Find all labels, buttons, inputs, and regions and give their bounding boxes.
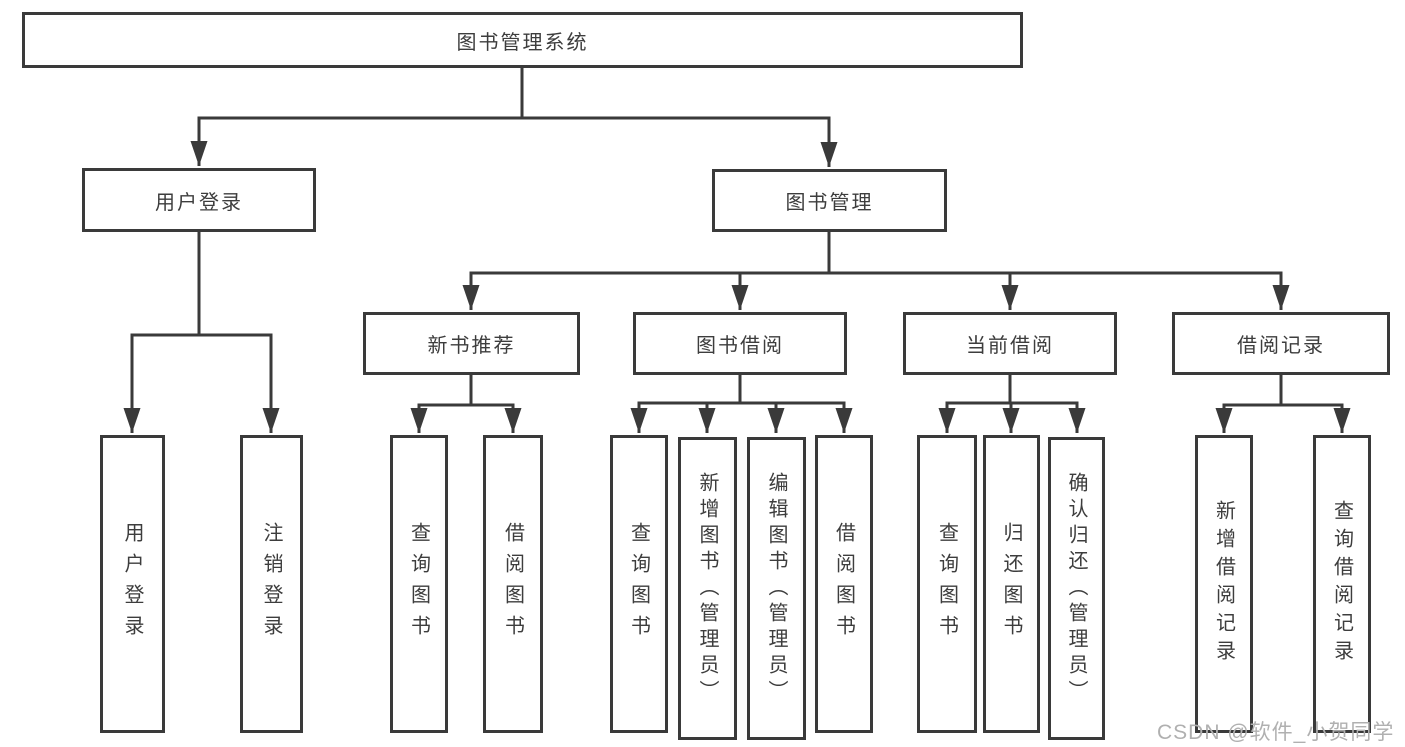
leaf-current-return-books: 归还图书 — [983, 435, 1040, 733]
leaf-current-query-books: 查询图书 — [917, 435, 977, 733]
leaf-borrow-borrow-books: 借阅图书 — [815, 435, 873, 733]
leaf-borrow-query-books: 查询图书 — [610, 435, 668, 733]
leaf-borrow-edit-books-admin: 编辑图书（管理员） — [747, 437, 806, 740]
node-current-borrow-label: 当前借阅 — [966, 335, 1054, 357]
node-root: 图书管理系统 — [22, 12, 1023, 68]
leaf-current-confirm-return-admin: 确认归还（管理员） — [1048, 437, 1105, 740]
leaf-borrow-borrow-books-label: 借阅图书 — [832, 522, 855, 646]
leaf-logout: 注销登录 — [240, 435, 303, 733]
node-new-book-recommend: 新书推荐 — [363, 312, 580, 375]
node-borrow-records-label: 借阅记录 — [1237, 335, 1325, 357]
node-book-borrow: 图书借阅 — [633, 312, 847, 375]
node-user-login: 用户登录 — [82, 168, 316, 232]
node-book-management-label: 图书管理 — [785, 192, 874, 214]
leaf-records-add-record: 新增借阅记录 — [1195, 435, 1253, 733]
node-current-borrow: 当前借阅 — [903, 312, 1117, 375]
leaf-user-login: 用户登录 — [100, 435, 165, 733]
leaf-user-login-label: 用户登录 — [121, 522, 143, 646]
node-borrow-records: 借阅记录 — [1172, 312, 1390, 375]
leaf-newbooks-borrow-books-label: 借阅图书 — [501, 522, 524, 646]
leaf-current-return-books-label: 归还图书 — [1000, 522, 1022, 646]
leaf-logout-label: 注销登录 — [260, 522, 282, 646]
leaf-borrow-query-books-label: 查询图书 — [627, 522, 650, 646]
leaf-records-add-record-label: 新增借阅记录 — [1212, 500, 1235, 668]
node-root-label: 图书管理系统 — [456, 31, 589, 54]
leaf-newbooks-query-books-label: 查询图书 — [407, 522, 430, 646]
node-book-management: 图书管理 — [712, 169, 947, 232]
node-book-borrow-label: 图书借阅 — [696, 335, 784, 357]
leaf-records-query-record: 查询借阅记录 — [1313, 435, 1371, 733]
leaf-newbooks-query-books: 查询图书 — [390, 435, 448, 733]
leaf-current-confirm-return-admin-label: 确认归还（管理员） — [1065, 471, 1087, 706]
leaf-newbooks-borrow-books: 借阅图书 — [483, 435, 543, 733]
csdn-watermark: CSDN @软件_小贺同学 — [1157, 721, 1395, 744]
leaf-borrow-edit-books-admin-label: 编辑图书（管理员） — [765, 471, 787, 706]
node-new-book-recommend-label: 新书推荐 — [427, 335, 516, 357]
leaf-borrow-add-books-admin: 新增图书（管理员） — [678, 437, 737, 740]
leaf-records-query-record-label: 查询借阅记录 — [1330, 500, 1353, 668]
leaf-current-query-books-label: 查询图书 — [935, 522, 958, 646]
node-user-login-label: 用户登录 — [155, 191, 243, 214]
leaf-borrow-add-books-admin-label: 新增图书（管理员） — [696, 471, 718, 706]
